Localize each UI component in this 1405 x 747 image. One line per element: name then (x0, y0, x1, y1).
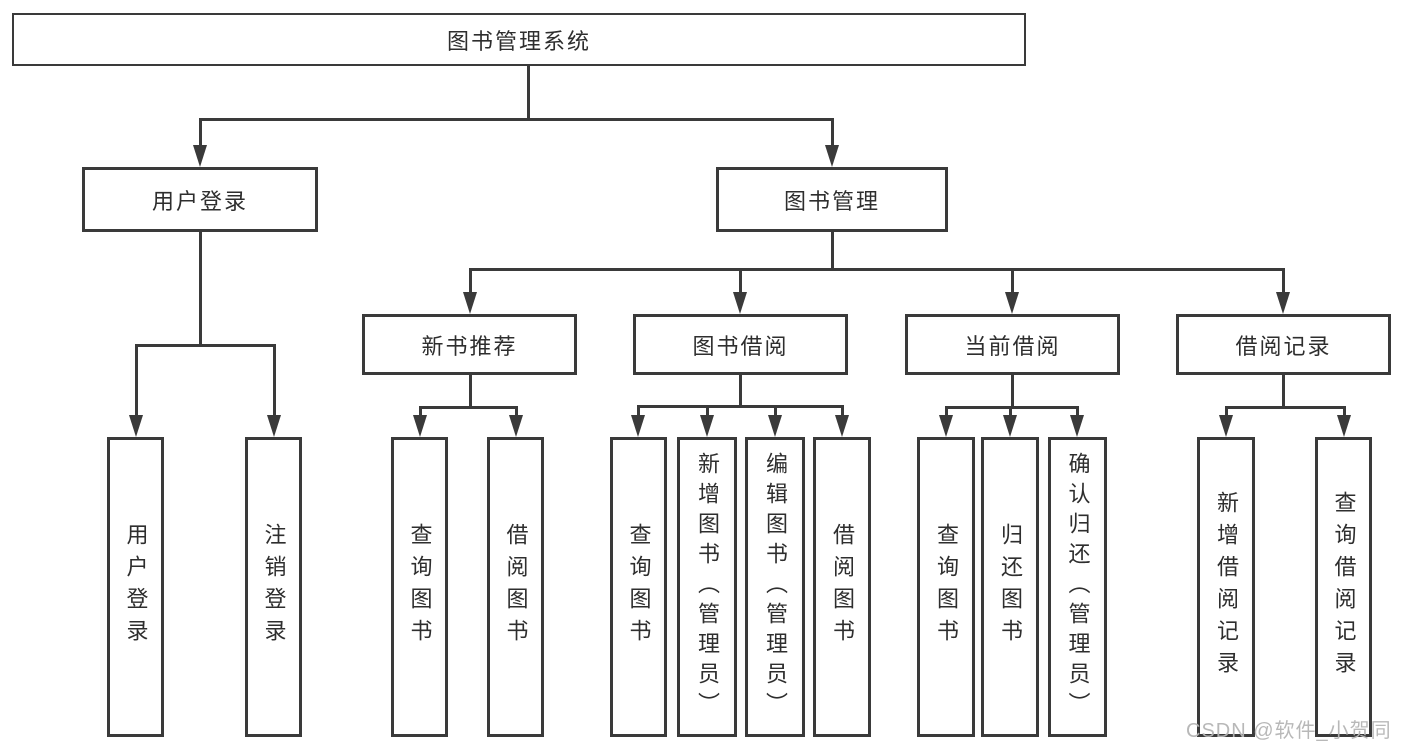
connector-line (705, 404, 709, 419)
leaf-newbook-query-books: 查询图书 (391, 437, 448, 737)
arrow-down-icon (1276, 292, 1290, 314)
arrow-down-icon (768, 415, 782, 437)
leaf-borrow-borrow-books: 借阅图书 (813, 437, 871, 737)
arrow-down-icon (1003, 415, 1017, 437)
leaf-current-query-books: 查询图书 (917, 437, 975, 737)
node-current-borrow: 当前借阅 (905, 314, 1120, 375)
connector-line (272, 343, 276, 416)
arrow-down-icon (1070, 415, 1084, 437)
arrow-down-icon (700, 415, 714, 437)
watermark: CSDN @软件_小贺同学 (1186, 720, 1392, 742)
leaf-borrow-edit-books-admin: 编辑图书（管理员） (745, 437, 805, 737)
leaf-current-confirm-return-admin: 确认归还（管理员） (1048, 437, 1107, 737)
arrow-down-icon (733, 292, 747, 314)
leaf-user-login: 用户登录 (107, 437, 164, 737)
connector-line (1075, 405, 1079, 420)
connector-line (944, 405, 948, 420)
arrow-down-icon (193, 145, 207, 167)
connector-line (134, 343, 276, 347)
leaf-borrow-add-books-admin: 新增图书（管理员） (677, 437, 737, 737)
connector-line (944, 405, 1079, 409)
connector-line (1008, 405, 1012, 420)
leaf-logout: 注销登录 (245, 437, 302, 737)
connector-line (468, 267, 1285, 271)
connector-line (526, 66, 530, 119)
arrow-down-icon (1005, 292, 1019, 314)
connector-line (514, 405, 518, 420)
connector-line (840, 404, 844, 419)
connector-line (1281, 267, 1285, 294)
leaf-records-query-record: 查询借阅记录 (1315, 437, 1372, 737)
connector-line (1281, 375, 1285, 409)
arrow-down-icon (1337, 415, 1351, 437)
arrow-down-icon (835, 415, 849, 437)
connector-line (1342, 405, 1346, 420)
connector-line (1224, 405, 1346, 409)
node-new-book-recommend: 新书推荐 (362, 314, 577, 375)
connector-line (198, 117, 834, 121)
node-user-login: 用户登录 (82, 167, 318, 232)
connector-line (1010, 267, 1014, 294)
arrow-down-icon (939, 415, 953, 437)
leaf-newbook-borrow-books: 借阅图书 (487, 437, 544, 737)
arrow-down-icon (267, 415, 281, 437)
arrow-down-icon (825, 145, 839, 167)
node-borrow-records: 借阅记录 (1176, 314, 1391, 375)
connector-line (773, 404, 777, 419)
node-book-borrow: 图书借阅 (633, 314, 848, 375)
node-book-management: 图书管理 (716, 167, 948, 232)
connector-line (198, 117, 202, 156)
node-system-root: 图书管理系统 (12, 13, 1026, 66)
arrow-down-icon (413, 415, 427, 437)
connector-line (134, 343, 138, 416)
connector-line (1010, 375, 1014, 409)
arrow-down-icon (631, 415, 645, 437)
connector-line (1224, 405, 1228, 420)
connector-line (418, 405, 517, 409)
connector-line (418, 405, 422, 420)
connector-line (830, 232, 834, 271)
leaf-records-add-record: 新增借阅记录 (1197, 437, 1255, 737)
connector-line (738, 267, 742, 294)
leaf-current-return-books: 归还图书 (981, 437, 1039, 737)
leaf-borrow-query-books: 查询图书 (610, 437, 667, 737)
connector-line (738, 375, 742, 408)
arrow-down-icon (509, 415, 523, 437)
connector-line (468, 375, 472, 409)
arrow-down-icon (463, 292, 477, 314)
connector-line (636, 404, 640, 419)
arrow-down-icon (1219, 415, 1233, 437)
connector-line (468, 267, 472, 294)
connector-line (198, 232, 202, 347)
connector-line (636, 404, 844, 408)
connector-line (830, 117, 834, 156)
arrow-down-icon (129, 415, 143, 437)
